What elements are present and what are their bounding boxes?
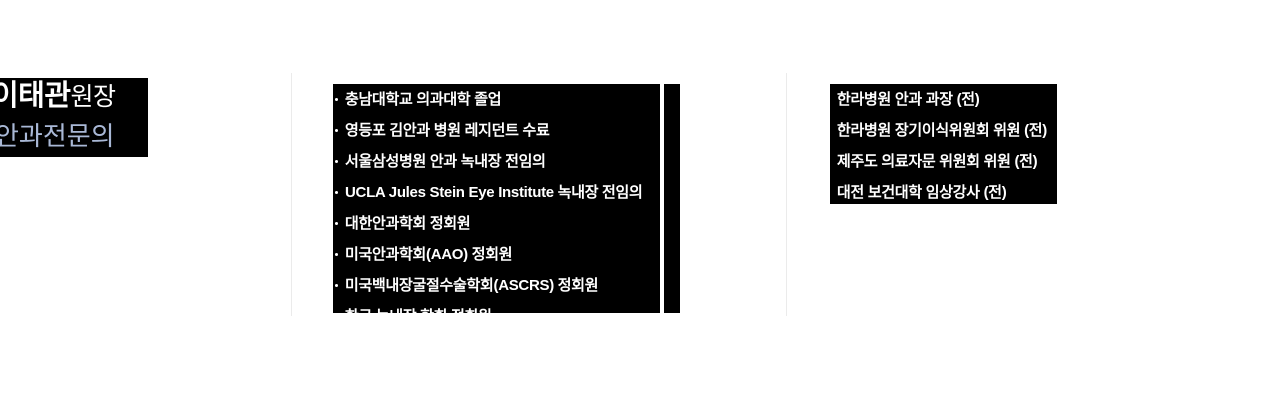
doctor-profile-panel: 이태관원장 안과전문의 [0,78,160,157]
list-item: 충남대학교 의과대학 졸업 [333,84,660,115]
list-item: 한라병원 장기이식위원회 위원 (전) [830,115,1057,146]
career-item-text: 서울삼성병원 안과 녹내장 전임의 [345,153,546,170]
doctor-title: 원장 [70,83,117,111]
list-item: 미국백내장굴절수술학회(ASCRS) 정회원 [333,270,660,301]
list-item: 한국 녹내장 학회 정회원 [333,301,660,313]
list-item: 제주도 의료자문 위원회 위원 (전) [830,146,1057,177]
doctor-name: 이태관 [0,80,71,112]
affiliation-item-text: 제주도 의료자문 위원회 위원 (전) [837,153,1038,170]
affiliation-item-text: 대전 보건대학 임상강사 (전) [837,184,1007,201]
list-item: 영등포 김안과 병원 레지던트 수료 [333,115,660,146]
list-item: 미국안과학회(AAO) 정회원 [333,239,660,270]
doctor-name-highlight: 이태관원장 [0,78,148,118]
affiliation-item-text: 한라병원 안과 과장 (전) [837,91,980,108]
bullet-icon [335,222,338,225]
doctor-name-line: 이태관원장 [0,78,116,117]
list-item: 한라병원 안과 과장 (전) [830,84,1057,115]
bullet-icon [335,191,338,194]
career-list: 충남대학교 의과대학 졸업 영등포 김안과 병원 레지던트 수료 서울삼성병원 … [333,84,660,313]
career-item-text: 영등포 김안과 병원 레지던트 수료 [345,122,550,139]
career-list-panel: 충남대학교 의과대학 졸업 영등포 김안과 병원 레지던트 수료 서울삼성병원 … [333,84,660,313]
career-item-text: 한국 녹내장 학회 정회원 [345,308,492,313]
bullet-icon [335,129,338,132]
affiliation-list-panel: 한라병원 안과 과장 (전) 한라병원 장기이식위원회 위원 (전) 제주도 의… [830,84,1057,204]
doctor-specialty-highlight: 안과전문의 [0,118,148,157]
career-list-scrollbar[interactable] [664,84,680,313]
career-item-text: 대한안과학회 정회원 [345,215,471,232]
bullet-icon [335,98,338,101]
bullet-icon [335,284,338,287]
affiliation-list: 한라병원 안과 과장 (전) 한라병원 장기이식위원회 위원 (전) 제주도 의… [830,84,1057,204]
affiliation-item-text: 한라병원 장기이식위원회 위원 (전) [837,122,1047,139]
list-item: UCLA Jules Stein Eye Institute 녹내장 전임의 [333,177,660,208]
column-divider-left [291,73,292,316]
bullet-icon [335,160,338,163]
list-item: 서울삼성병원 안과 녹내장 전임의 [333,146,660,177]
career-item-text: 미국안과학회(AAO) 정회원 [345,246,513,263]
career-item-text: 충남대학교 의과대학 졸업 [345,91,502,108]
column-divider-right [786,73,787,316]
doctor-specialty: 안과전문의 [0,121,115,151]
list-item: 대한안과학회 정회원 [333,208,660,239]
career-item-text: UCLA Jules Stein Eye Institute 녹내장 전임의 [345,184,643,201]
career-item-text: 미국백내장굴절수술학회(ASCRS) 정회원 [345,277,599,294]
bullet-icon [335,253,338,256]
list-item: 대전 보건대학 임상강사 (전) [830,177,1057,204]
